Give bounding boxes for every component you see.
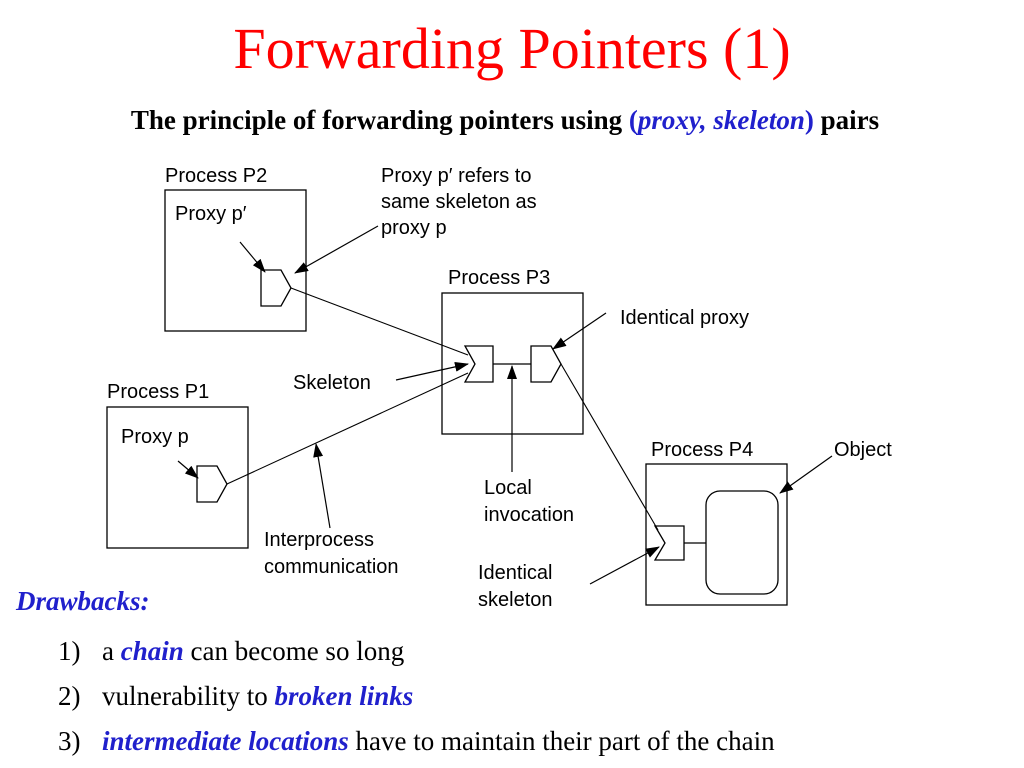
drawback-keyword: intermediate locations [102,726,349,756]
slide-subtitle: The principle of forwarding pointers usi… [0,103,1010,137]
process-p3-label: Process P3 [448,267,550,289]
drawback-item: 3) intermediate locations have to maintai… [58,724,775,758]
object-shape [705,490,779,595]
annotation-local-invocation-line1: Local [484,477,532,499]
drawbacks-heading: Drawbacks: [16,586,150,616]
proxy-p-prime-shape [260,269,292,307]
annotation-proxy-refers-line1: Proxy p′ refers to [381,165,531,187]
arrow-to-proxy-p [177,460,199,479]
proxy-p-prime-label: Proxy p′ [175,203,247,225]
annotation-identical-skeleton-line1: Identical [478,562,553,584]
slide-title: Forwarding Pointers (1) [233,16,791,81]
drawback-text-after: can become so long [183,636,405,666]
drawback-number: 2) [58,681,81,711]
skeleton-shape [463,345,494,383]
subtitle-close-paren: ) [804,105,814,135]
subtitle-text-after: pairs [813,105,880,135]
arrow-object [779,455,833,494]
proxy-p-shape [196,465,228,503]
proxy-p-label: Proxy p [121,426,189,448]
arrow-proxy-refers [294,225,379,274]
arrow-identical-proxy [552,312,607,350]
drawback-item: 2) vulnerability to broken links [58,679,413,713]
drawback-keyword: broken links [274,681,414,711]
drawback-keyword: chain [120,636,184,666]
annotation-identical-skeleton-line2: skeleton [478,589,553,611]
arrow-skeleton [395,361,469,381]
annotation-local-invocation-line2: invocation [484,504,574,526]
annotation-skeleton: Skeleton [293,372,371,394]
subtitle-open-paren: ( [628,105,638,135]
annotation-interprocess-line1: Interprocess [264,529,374,551]
annotation-object: Object [834,439,892,461]
subtitle-text-before: The principle of forwarding pointers usi… [130,105,629,135]
drawback-number: 1) [58,636,81,666]
drawback-number: 3) [58,726,81,756]
annotation-interprocess-line2: communication [264,556,399,578]
pointer-proxy-to-identical-skeleton [560,363,659,531]
annotation-proxy-refers-line3: proxy p [381,217,447,239]
process-p4-box [645,463,788,606]
process-p2-label: Process P2 [165,165,267,187]
process-p1-label: Process P1 [107,381,209,403]
process-p4-label: Process P4 [651,439,753,461]
arrow-interprocess [313,443,331,529]
arrow-identical-skeleton [589,546,660,585]
arrow-to-proxy-p-prime [239,241,266,273]
subtitle-emphasis: proxy, skeleton [637,105,805,135]
process-p2-box [164,189,307,332]
pointer-p-prime-to-skeleton [290,287,469,356]
pointer-p-to-skeleton [226,372,469,485]
drawback-text-after: have to maintain their part of the chain [348,726,775,756]
drawback-text-before: a [102,636,121,666]
drawback-text-before: vulnerability to [102,681,275,711]
annotation-identical-proxy: Identical proxy [620,307,749,329]
process-p1-box [106,406,249,549]
annotation-proxy-refers-line2: same skeleton as [381,191,537,213]
drawback-item: 1) a chain can become so long [58,634,404,668]
identical-proxy-shape [530,345,562,383]
identical-skeleton-shape [653,525,685,561]
